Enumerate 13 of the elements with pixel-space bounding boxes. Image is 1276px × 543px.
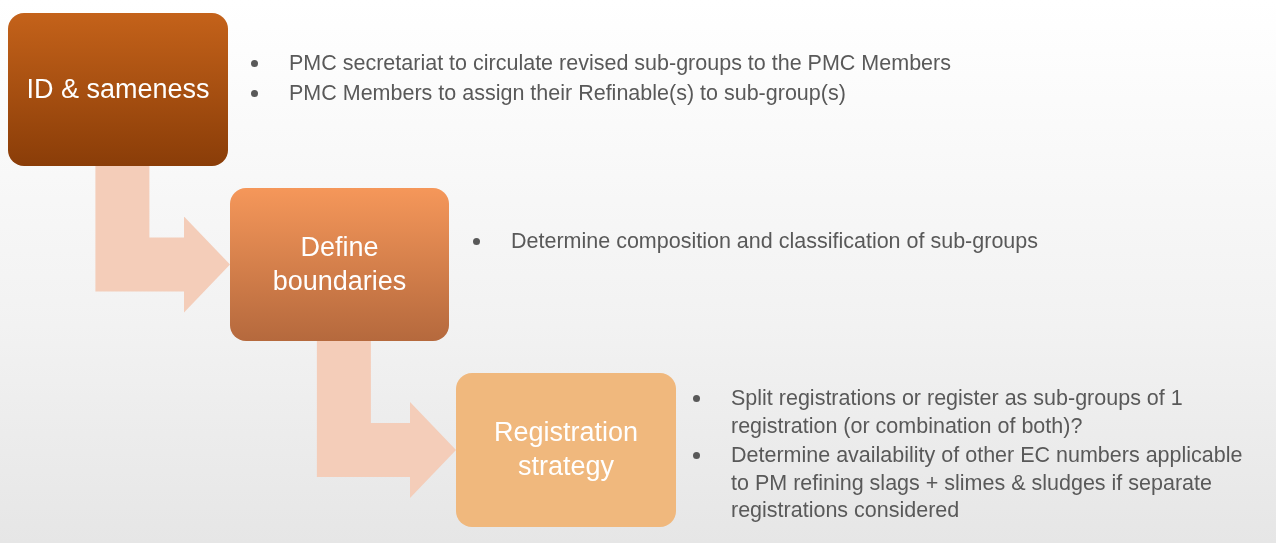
box-label: ID & sameness <box>26 72 210 106</box>
bullet-text: Split registrations or register as sub-groups of 1 registration (or combination of both)? <box>731 385 1184 440</box>
process-box <box>8 13 228 166</box>
process-box <box>456 373 676 527</box>
bent-arrow <box>316 341 456 498</box>
bent-arrow <box>95 166 230 313</box>
bullet-text: PMC Members to assign their Refinable(s) to sub-group(s) <box>289 79 846 107</box>
bullet-text: Determine composition and classification of sub-groups <box>511 228 1038 255</box>
box-label: Define boundaries <box>271 230 408 298</box>
process-box <box>230 188 449 341</box>
bullet-text: PMC secretariat to circulate revised sub-groups to the PMC Members <box>289 50 951 77</box>
bullet-text: Determine availability of other EC numbers applicable to PM refining slags + slimes & sludges if separate registrations considered <box>731 442 1244 525</box>
box-label: Registration strategy <box>492 416 640 483</box>
